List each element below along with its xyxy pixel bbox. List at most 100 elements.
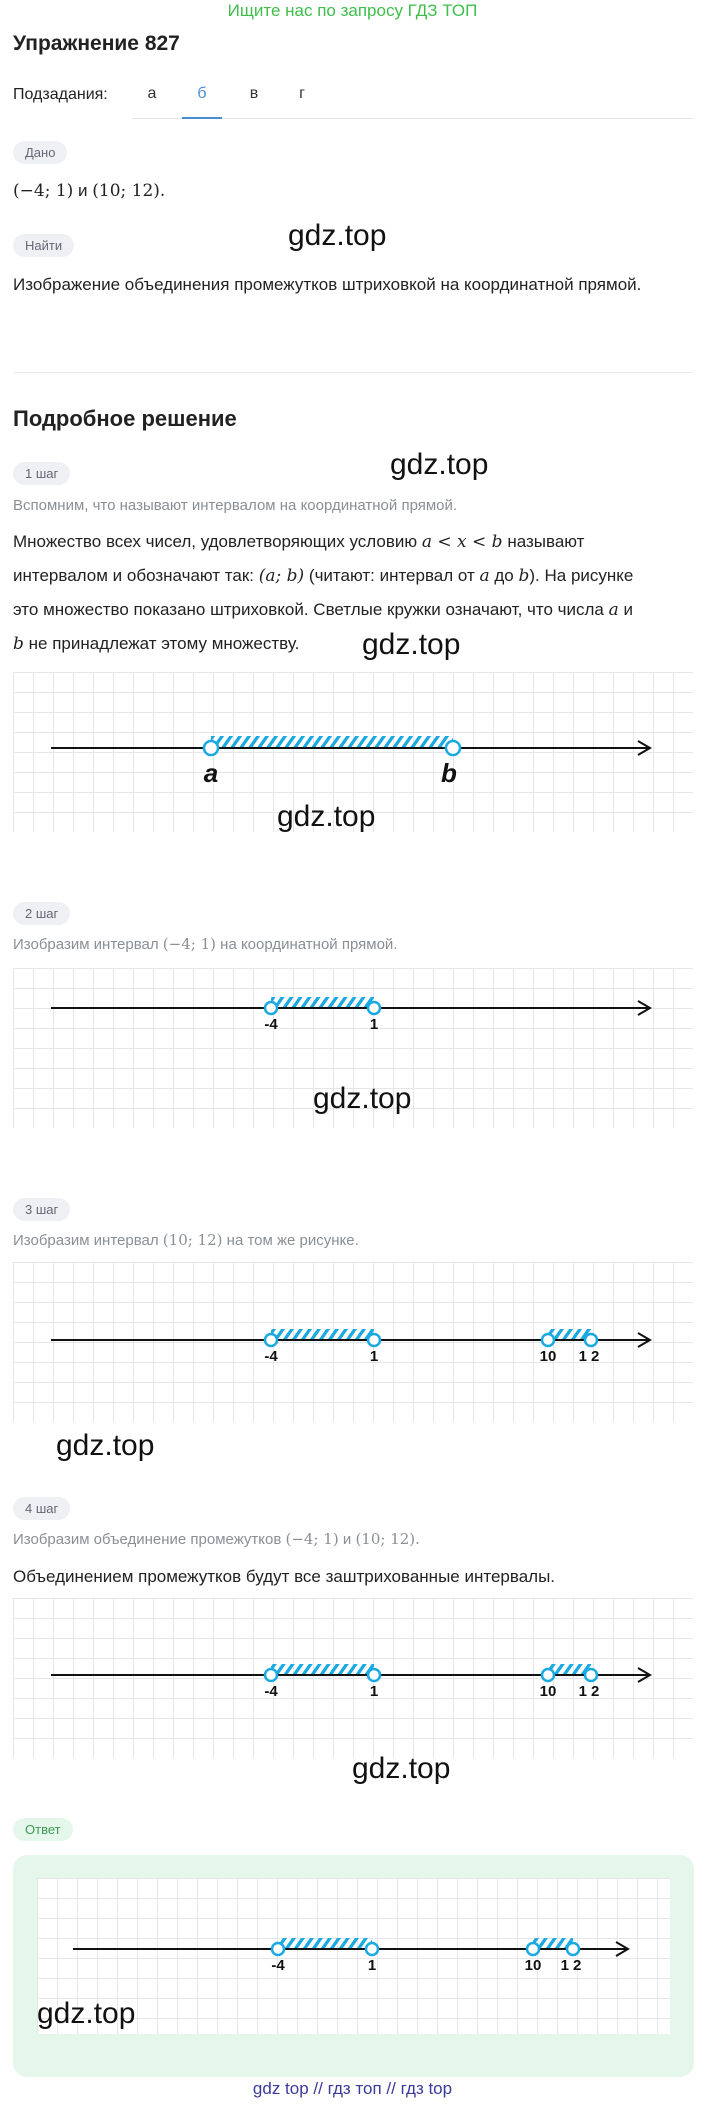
tab-v[interactable]: в bbox=[249, 85, 259, 102]
open-point bbox=[366, 1000, 382, 1016]
word-and: и bbox=[623, 600, 633, 619]
label-b: b bbox=[441, 758, 457, 788]
open-point bbox=[366, 1667, 382, 1683]
var-b: b bbox=[13, 634, 24, 654]
tab-b[interactable]: б bbox=[197, 85, 207, 102]
step-3-hint: Изобразим интервал (10; 12) на том же ри… bbox=[13, 1231, 359, 1249]
step-4-label: 4 шаг bbox=[13, 1497, 71, 1520]
open-point bbox=[270, 1941, 286, 1957]
step-4-interval-1: (−4; 1) bbox=[285, 1530, 339, 1548]
open-point bbox=[540, 1332, 556, 1348]
var-b: b bbox=[518, 566, 530, 586]
step-2-label: 2 шаг bbox=[13, 902, 71, 925]
tick-label: 1 bbox=[370, 1683, 378, 1700]
watermark: gdz.top bbox=[288, 219, 387, 252]
open-point bbox=[364, 1941, 380, 1957]
tick-label: 1 bbox=[370, 1348, 378, 1365]
hatched-interval bbox=[271, 1329, 374, 1339]
figure-2-grid: -4 1 bbox=[13, 968, 693, 1128]
promo-banner[interactable]: Ищите нас по запросу ГДЗ ТОП bbox=[227, 1, 478, 20]
active-tab-indicator bbox=[182, 117, 222, 119]
figure-4: -4 1 10 12 bbox=[51, 1664, 652, 1700]
tick-label: 12 bbox=[579, 1683, 604, 1700]
step-3-hint-end: на том же рисунке. bbox=[226, 1232, 359, 1249]
open-point bbox=[525, 1941, 541, 1957]
figure-3: -4 1 10 12 bbox=[51, 1329, 652, 1365]
footer-links[interactable]: gdz top // гдз топ // гдз top bbox=[252, 2079, 453, 2098]
tick-label: 12 bbox=[561, 1957, 586, 1974]
find-text: Изображение объединения промежутков штри… bbox=[13, 275, 642, 294]
tab-a[interactable]: а bbox=[147, 85, 157, 102]
step-2-hint-end: на координатной прямой. bbox=[220, 936, 398, 953]
hatched-interval bbox=[533, 1938, 573, 1948]
tick-label: 1 bbox=[368, 1957, 376, 1974]
watermark: gdz.top bbox=[390, 448, 489, 481]
var-a: a bbox=[479, 566, 490, 586]
hatched-interval bbox=[548, 1664, 591, 1674]
open-point bbox=[366, 1332, 382, 1348]
watermark: gdz.top bbox=[313, 1082, 412, 1115]
hatched-interval bbox=[548, 1329, 591, 1339]
hatched-interval bbox=[271, 997, 374, 1007]
tick-label: 10 bbox=[540, 1348, 557, 1365]
step-1-text: Множество всех чисел, удовлетворяющих ус… bbox=[13, 525, 698, 661]
step-1-line-4: не принадлежат этому множеству. bbox=[28, 634, 300, 653]
step-4-hint: Изобразим объединение промежутков (−4; 1… bbox=[13, 1530, 420, 1548]
hatched-interval bbox=[211, 736, 453, 747]
step-1-line-2-mid: (читают: интервал от bbox=[308, 566, 475, 585]
watermark: gdz.top bbox=[277, 800, 376, 833]
open-point bbox=[263, 1332, 279, 1348]
given-interval-2: (10; 12). bbox=[92, 181, 166, 201]
tick-label: 12 bbox=[579, 1348, 604, 1365]
inequality: a < x < b bbox=[421, 532, 503, 552]
subtasks-label: Подзадания: bbox=[13, 86, 108, 103]
step-1-line-2: интервалом и обозначают так: bbox=[13, 566, 255, 585]
page-title: Упражнение 827 bbox=[13, 32, 180, 55]
step-2-interval: (−4; 1) bbox=[162, 935, 216, 953]
hatched-interval bbox=[278, 1938, 372, 1948]
step-1-hint: Вспомним, что называют интервалом на коо… bbox=[13, 497, 458, 514]
step-3-label: 3 шаг bbox=[13, 1198, 71, 1221]
step-1-line-1-end: называют bbox=[507, 532, 585, 551]
tick-label: 10 bbox=[525, 1957, 542, 1974]
figure-3-grid: -4 1 10 12 bbox=[13, 1262, 693, 1422]
watermark: gdz.top bbox=[352, 1752, 451, 1785]
answer-figure: -4 1 10 12 bbox=[73, 1938, 630, 1974]
answer-label: Ответ bbox=[13, 1818, 73, 1841]
answer-figure-grid: -4 1 10 12 bbox=[37, 1878, 670, 2034]
watermark: gdz.top bbox=[56, 1429, 155, 1462]
subtask-tabs: а б в г bbox=[132, 76, 694, 119]
tick-label: -4 bbox=[264, 1683, 278, 1700]
watermark: gdz.top bbox=[37, 1997, 136, 2030]
tick-label: 10 bbox=[540, 1683, 557, 1700]
step-1-line-2-end: ). На рисунке bbox=[529, 566, 634, 585]
step-1-line-1: Множество всех чисел, удовлетворяющих ус… bbox=[13, 532, 418, 551]
step-2-hint: Изобразим интервал (−4; 1) на координатн… bbox=[13, 935, 397, 953]
label-a: a bbox=[204, 758, 218, 788]
step-2-hint-start: Изобразим интервал bbox=[13, 936, 159, 953]
step-4-hint-start: Изобразим объединение промежутков bbox=[13, 1531, 282, 1548]
open-point-a bbox=[202, 739, 220, 757]
divider bbox=[13, 372, 693, 373]
step-4-and: и bbox=[342, 1531, 352, 1548]
hatched-interval bbox=[271, 1664, 374, 1674]
tab-g[interactable]: г bbox=[299, 85, 305, 102]
open-point bbox=[263, 1000, 279, 1016]
open-point bbox=[263, 1667, 279, 1683]
open-point bbox=[540, 1667, 556, 1683]
figure-2: -4 1 bbox=[51, 997, 652, 1033]
solution-title: Подробное решение bbox=[13, 406, 237, 431]
interval-notation: (a; b) bbox=[258, 566, 305, 586]
step-4-interval-2: (10; 12). bbox=[355, 1530, 420, 1548]
tick-label: -4 bbox=[271, 1957, 285, 1974]
tick-label: -4 bbox=[264, 1016, 278, 1033]
step-3-hint-start: Изобразим интервал bbox=[13, 1232, 159, 1249]
given-and: и bbox=[78, 181, 88, 200]
figure-4-grid: -4 1 10 12 bbox=[13, 1598, 693, 1758]
watermark: gdz.top bbox=[362, 628, 461, 661]
step-1-label: 1 шаг bbox=[13, 462, 71, 485]
figure-1: a b bbox=[51, 736, 652, 788]
tick-label: 1 bbox=[370, 1016, 378, 1033]
open-point bbox=[583, 1332, 599, 1348]
find-label: Найти bbox=[13, 234, 75, 257]
